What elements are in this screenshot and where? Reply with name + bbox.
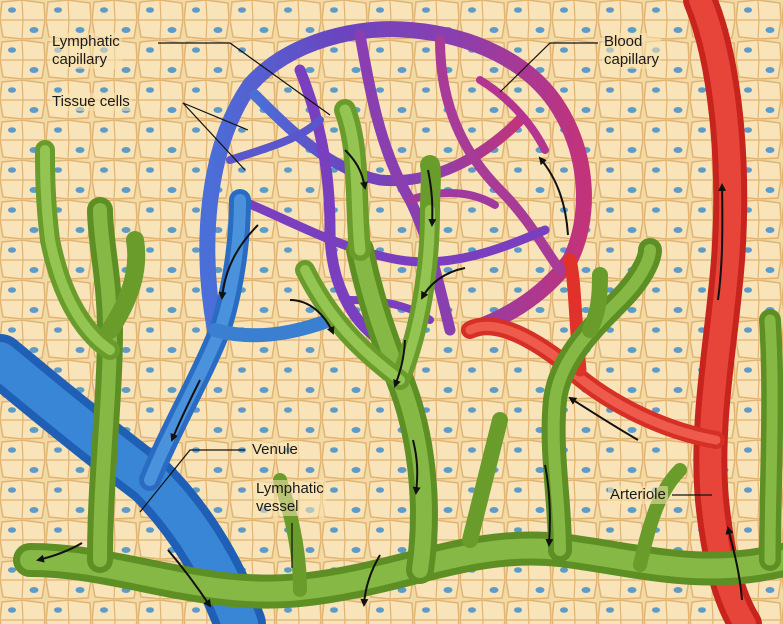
- label-lymphatic-vessel: Lymphatic vessel: [254, 480, 326, 516]
- label-blood-capillary: Blood capillary: [602, 33, 661, 69]
- label-tissue-cells: Tissue cells: [50, 93, 132, 111]
- label-arteriole: Arteriole: [608, 486, 668, 504]
- label-venule: Venule: [250, 441, 300, 459]
- label-lymphatic-capillary: Lymphatic capillary: [50, 33, 122, 69]
